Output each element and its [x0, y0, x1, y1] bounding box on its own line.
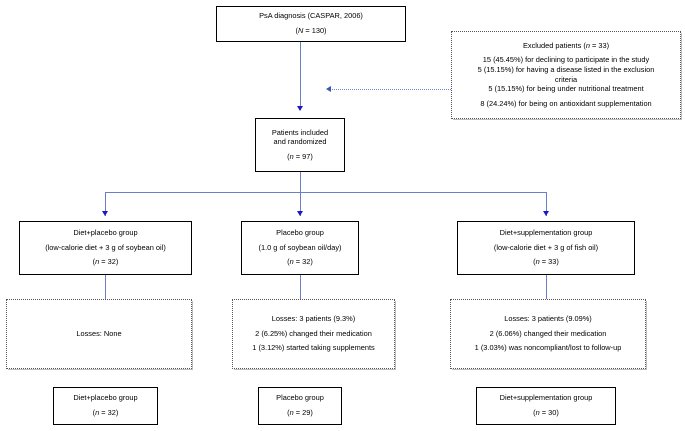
final-right-title: Diet+supplementation group — [499, 393, 593, 403]
excluded-reason-2: 5 (15.15%) for having a disease listed i… — [477, 64, 655, 74]
losses-mid-line-2: 2 (6.25%) changed their medication — [255, 328, 372, 338]
included-label-1: Patients included — [271, 127, 329, 137]
arrowhead-diagnosis-to-included — [296, 106, 303, 111]
connector-excluded-dotted — [330, 89, 451, 90]
branch-horizontal-bar — [105, 192, 546, 193]
arm-mid-count: (n = 32) — [287, 257, 313, 267]
final-mid-count: (n = 29) — [287, 408, 313, 417]
arm-left-count: (n = 32) — [92, 257, 119, 267]
arm-mid-title: Placebo group — [276, 228, 324, 238]
arm-right-count: (n = 33) — [533, 257, 559, 267]
connector-arm-right-to-losses — [546, 275, 547, 299]
arm-right-title: Diet+supplementation group — [499, 228, 593, 238]
connector-arm-left-to-losses — [105, 275, 106, 299]
node-final-diet-placebo[interactable]: Diet+placebo group (n = 32) — [53, 387, 158, 425]
node-arm-diet-supplementation[interactable]: Diet+supplementation group (low-calorie … — [457, 221, 635, 275]
losses-mid-line-1: Losses: 3 patients (9.3%) — [271, 314, 356, 324]
final-right-count: (n = 30) — [533, 408, 559, 417]
arm-mid-detail: (1.0 g of soybean oil/day) — [258, 242, 342, 252]
node-arm-placebo[interactable]: Placebo group (1.0 g of soybean oil/day)… — [241, 221, 359, 275]
arm-right-detail: (low-calorie diet + 3 g of fish oil) — [493, 242, 599, 252]
node-losses-mid[interactable]: Losses: 3 patients (9.3%) 2 (6.25%) chan… — [232, 299, 395, 369]
losses-right-line-2: 2 (6.06%) changed their medication — [489, 328, 607, 338]
arrowhead-branch-mid — [296, 211, 303, 216]
final-left-count: (n = 32) — [92, 408, 119, 417]
node-arm-diet-placebo[interactable]: Diet+placebo group (low-calorie diet + 3… — [19, 221, 192, 275]
included-count: (n = 97) — [287, 151, 313, 161]
excluded-reason-3: 5 (15.15%) for being under nutritional t… — [488, 84, 644, 94]
excluded-reason-4: 8 (24.24%) for being on antioxidant supp… — [480, 98, 652, 108]
losses-mid-line-3: 1 (3.12%) started taking supplements — [252, 343, 375, 353]
connector-arm-mid-to-losses — [300, 275, 301, 299]
losses-right-line-3: 1 (3.03%) was noncompliant/lost to follo… — [474, 343, 622, 353]
psa-diagnosis-label: PsA diagnosis (CASPAR, 2006) — [259, 11, 363, 21]
psa-diagnosis-count: (N = 130) — [295, 26, 327, 35]
arm-left-title: Diet+placebo group — [73, 228, 138, 238]
arm-left-detail: (low-calorie diet + 3 g of soybean oil) — [45, 242, 166, 252]
connector-diagnosis-to-included — [300, 42, 301, 110]
branch-drop-right — [546, 192, 547, 216]
excluded-reason-2-cont: criteria — [554, 74, 578, 84]
included-label-2: and randomized — [273, 137, 327, 147]
node-psa-diagnosis[interactable]: PsA diagnosis (CASPAR, 2006) (N = 130) — [216, 6, 406, 42]
excluded-reason-1: 15 (45.45%) for declining to participate… — [482, 55, 650, 65]
node-excluded-patients[interactable]: Excluded patients (n = 33) 15 (45.45%) f… — [451, 31, 681, 119]
node-final-diet-supplementation[interactable]: Diet+supplementation group (n = 30) — [476, 387, 616, 425]
node-losses-right[interactable]: Losses: 3 patients (9.09%) 2 (6.06%) cha… — [450, 299, 646, 369]
node-final-placebo[interactable]: Placebo group (n = 29) — [258, 387, 342, 425]
node-patients-included[interactable]: Patients included and randomized (n = 97… — [255, 118, 345, 172]
arrowhead-excluded — [326, 85, 331, 92]
branch-drop-left — [105, 192, 106, 216]
node-losses-left[interactable]: Losses: None — [6, 299, 192, 369]
final-left-title: Diet+placebo group — [73, 393, 138, 403]
losses-left-line-1: Losses: None — [76, 328, 122, 338]
branch-drop-mid — [300, 192, 301, 216]
connector-included-to-branch — [300, 172, 301, 192]
excluded-heading: Excluded patients (n = 33) — [522, 40, 610, 50]
losses-right-line-1: Losses: 3 patients (9.09%) — [504, 314, 592, 324]
arrowhead-branch-left — [101, 211, 108, 216]
arrowhead-branch-right — [542, 211, 549, 216]
final-mid-title: Placebo group — [276, 393, 324, 403]
